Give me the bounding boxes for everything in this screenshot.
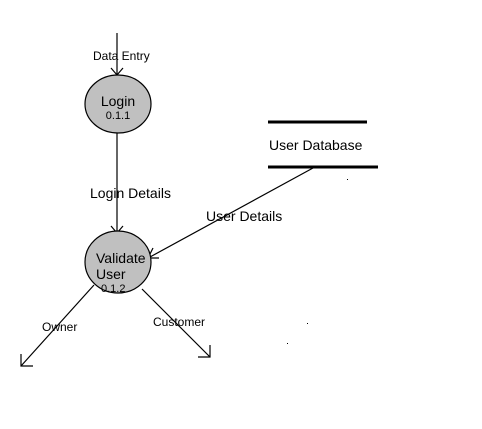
- flow-login-details: Login Details: [90, 133, 171, 234]
- process-login-bubble: [84, 74, 152, 134]
- flow-user-details: User Details: [147, 167, 314, 259]
- flow-data-entry: Data Entry: [93, 33, 150, 76]
- flow-owner: Owner: [20, 284, 95, 367]
- flow-customer-label: Customer: [153, 315, 205, 329]
- stray-dots: [287, 179, 348, 344]
- data-store-user-database: User Database: [268, 120, 378, 169]
- flow-customer: Customer: [141, 288, 211, 358]
- flow-customer-arrowhead: [198, 345, 211, 358]
- flow-customer-line: [141, 288, 211, 358]
- stray-dot: [287, 343, 288, 344]
- process-validate-user-bubble: [84, 230, 152, 294]
- data-store-label: User Database: [269, 137, 363, 153]
- process-validate-user-name-line1: Validate: [96, 250, 146, 266]
- flow-owner-label: Owner: [42, 320, 77, 334]
- process-validate-user-id: 0.1.2: [101, 283, 125, 295]
- flow-owner-line: [20, 284, 95, 367]
- process-validate-user-name-line2: User: [96, 266, 126, 282]
- process-login-id: 0.1.1: [106, 110, 130, 122]
- process-login: Login 0.1.1: [84, 74, 152, 134]
- stray-dot: [347, 179, 348, 180]
- flow-owner-arrowhead: [20, 354, 33, 367]
- process-validate-user: Validate User 0.1.2: [84, 230, 152, 295]
- stray-dot: [307, 323, 308, 324]
- process-login-name: Login: [101, 93, 135, 109]
- flow-login-details-label: Login Details: [90, 185, 171, 201]
- flow-user-details-line: [149, 167, 314, 258]
- flow-user-details-label: User Details: [206, 208, 282, 224]
- flow-data-entry-label: Data Entry: [93, 49, 150, 63]
